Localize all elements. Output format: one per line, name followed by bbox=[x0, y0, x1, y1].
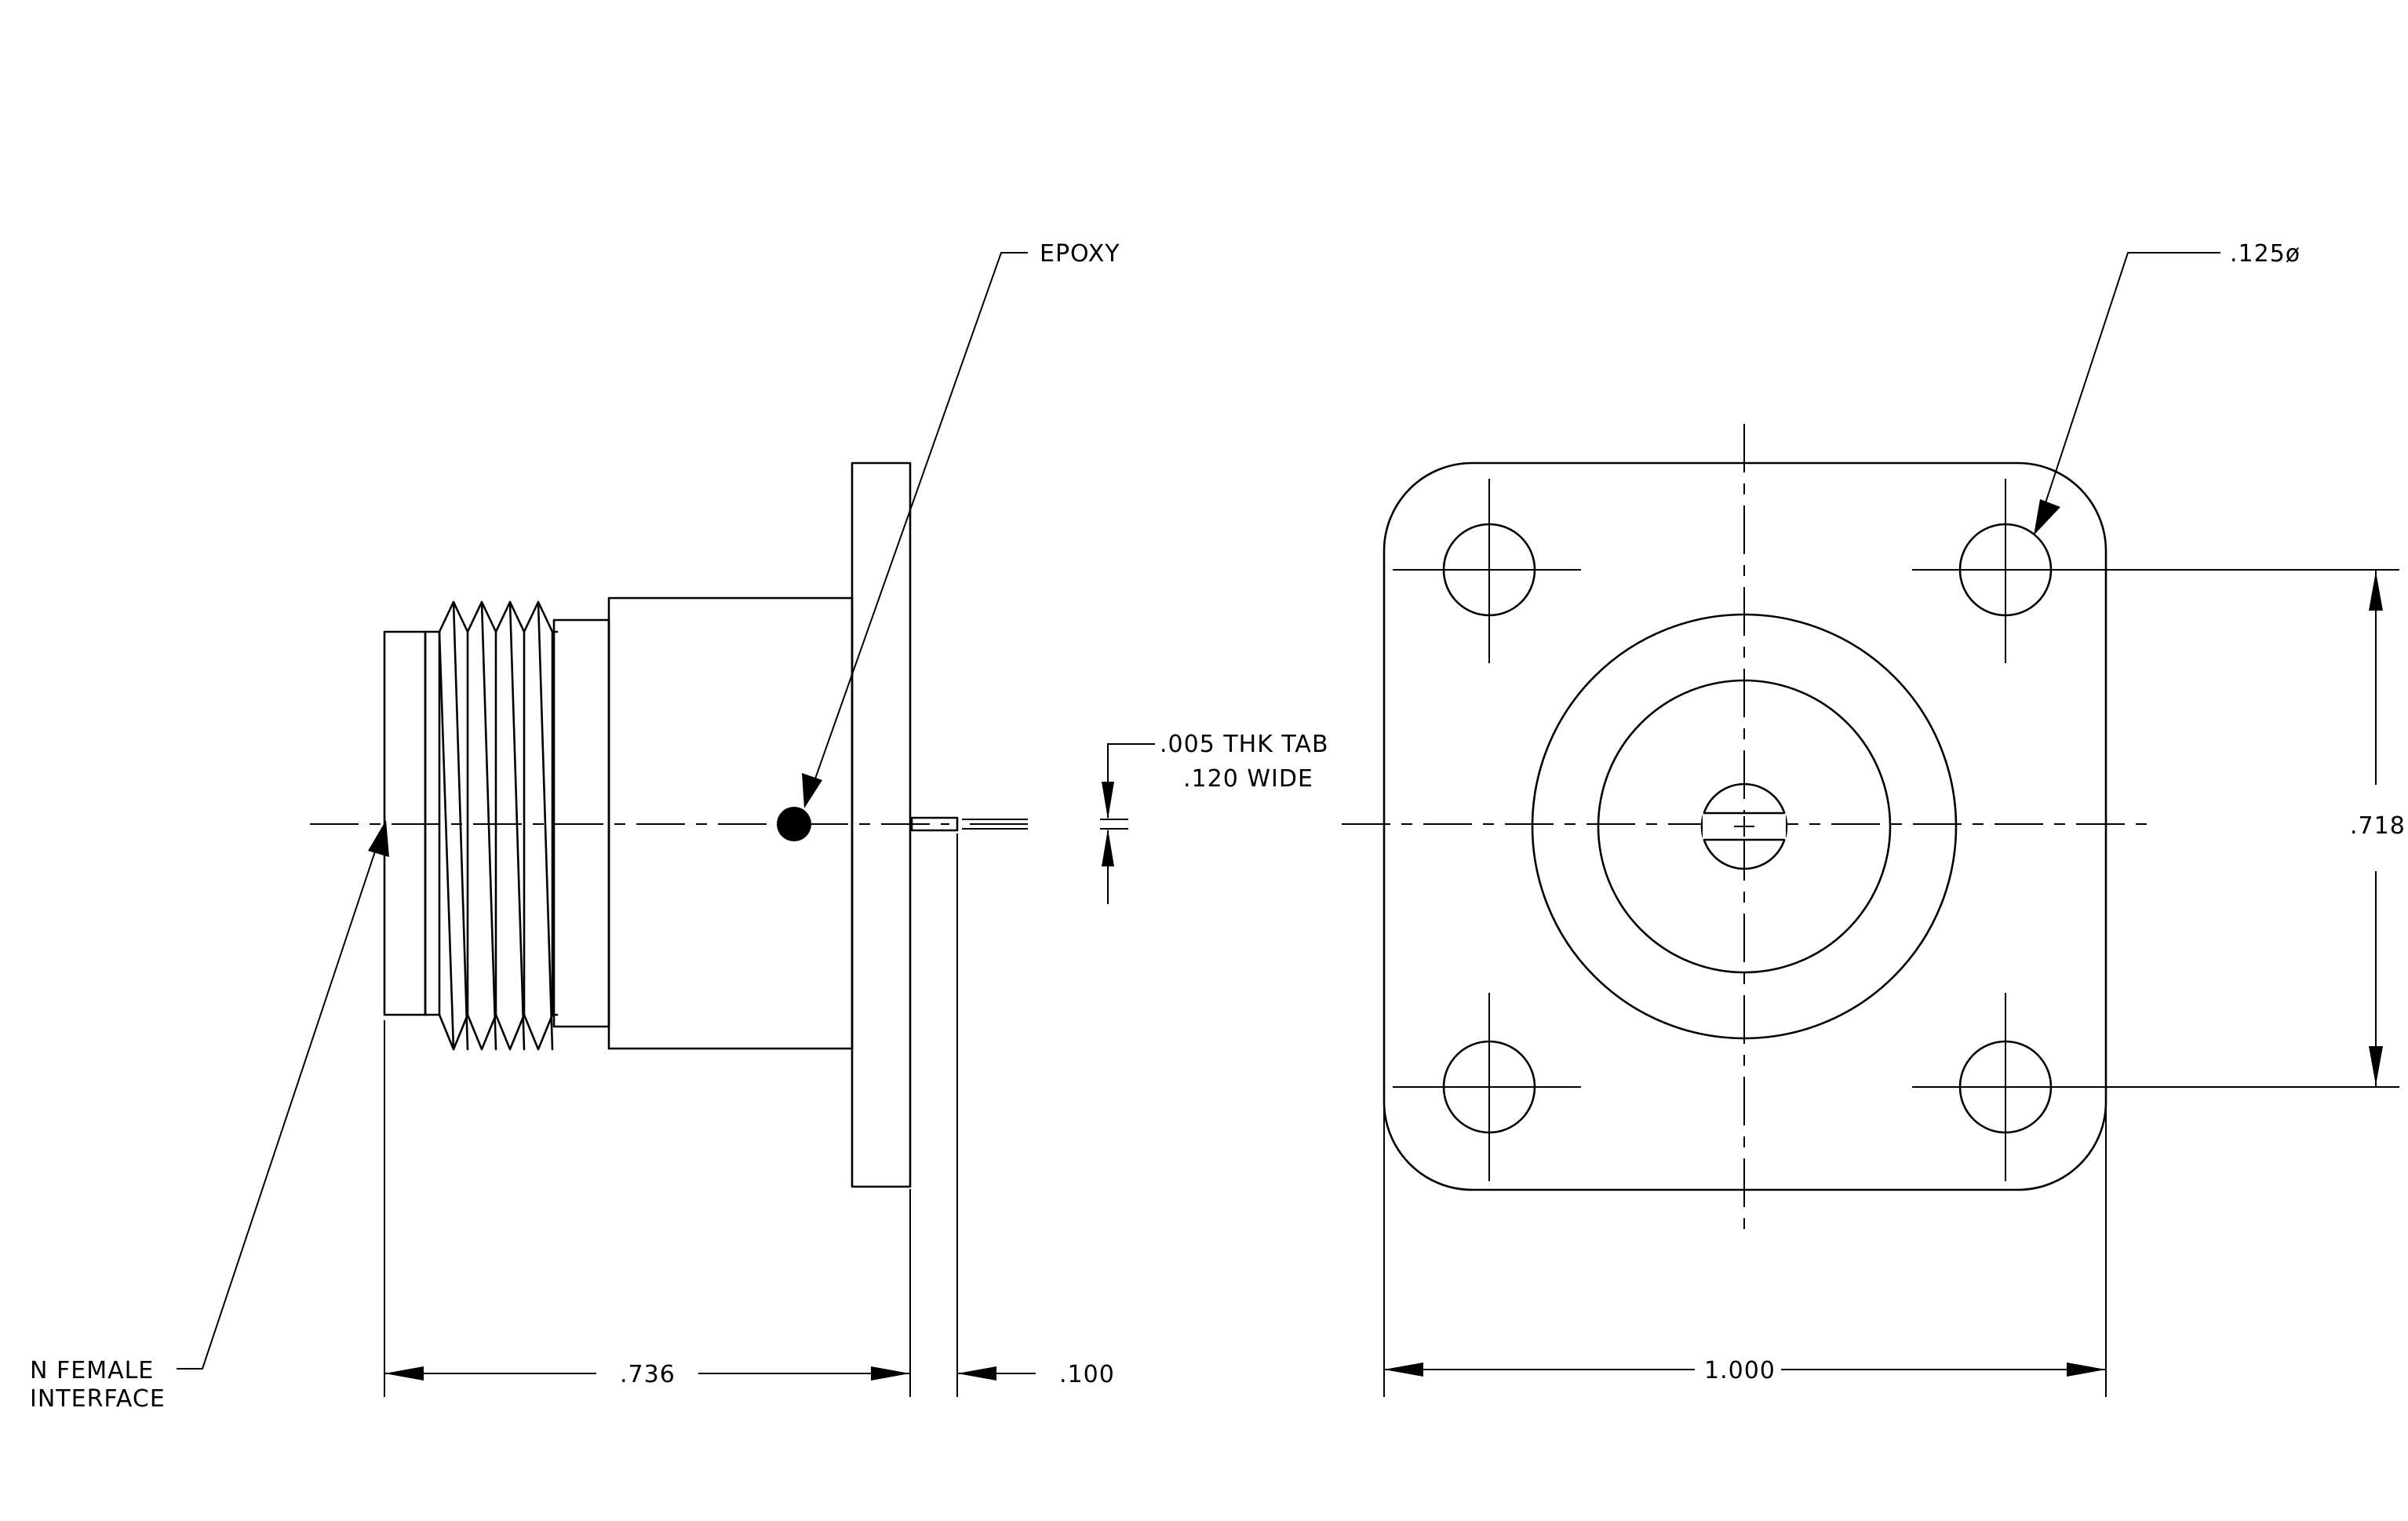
inner-dielectric-circle bbox=[1597, 679, 1892, 974]
flange-side bbox=[851, 461, 912, 1188]
outer-body-circle bbox=[1531, 613, 1958, 1040]
tab-length-dimension: .100 bbox=[1059, 1361, 1115, 1388]
tab-width-label: .120 WIDE bbox=[1183, 765, 1313, 793]
hole-spacing-dimension: .718 bbox=[2350, 570, 2406, 1087]
interface-label-line1: N FEMALE bbox=[30, 1357, 154, 1384]
hole-diameter-callout: .125ø bbox=[2034, 240, 2301, 535]
epoxy-dot bbox=[777, 807, 811, 841]
hole-spacing-label: .718 bbox=[2350, 812, 2406, 840]
mounting-hole-bottom-left bbox=[1393, 993, 1581, 1181]
contact-tab bbox=[910, 816, 1028, 832]
epoxy-label: EPOXY bbox=[1040, 240, 1120, 268]
mounting-hole-top-right bbox=[1912, 479, 2399, 663]
interface-label-line2: INTERFACE bbox=[30, 1385, 166, 1413]
interface-callout: N FEMALE INTERFACE bbox=[30, 820, 389, 1413]
tab-callout: .005 THK TAB .120 WIDE bbox=[1100, 731, 1329, 904]
hole-diameter-label: .125ø bbox=[2230, 240, 2301, 268]
mounting-hole-top-left bbox=[1393, 479, 1581, 663]
body-length-dimension: .736 bbox=[620, 1361, 676, 1388]
tab-thickness-label: .005 THK TAB bbox=[1160, 731, 1329, 758]
center-contact bbox=[1700, 782, 1788, 870]
flange-width-dimension: 1.000 bbox=[1383, 1099, 2107, 1397]
side-view-dimensions: .736 .100 bbox=[384, 833, 1115, 1397]
mounting-hole-bottom-right bbox=[1912, 993, 2399, 1181]
flange-width-label: 1.000 bbox=[1704, 1357, 1776, 1384]
threaded-section bbox=[424, 600, 559, 1051]
epoxy-callout: EPOXY bbox=[802, 240, 1120, 808]
side-view bbox=[310, 461, 1028, 1188]
front-view bbox=[1342, 424, 2399, 1232]
